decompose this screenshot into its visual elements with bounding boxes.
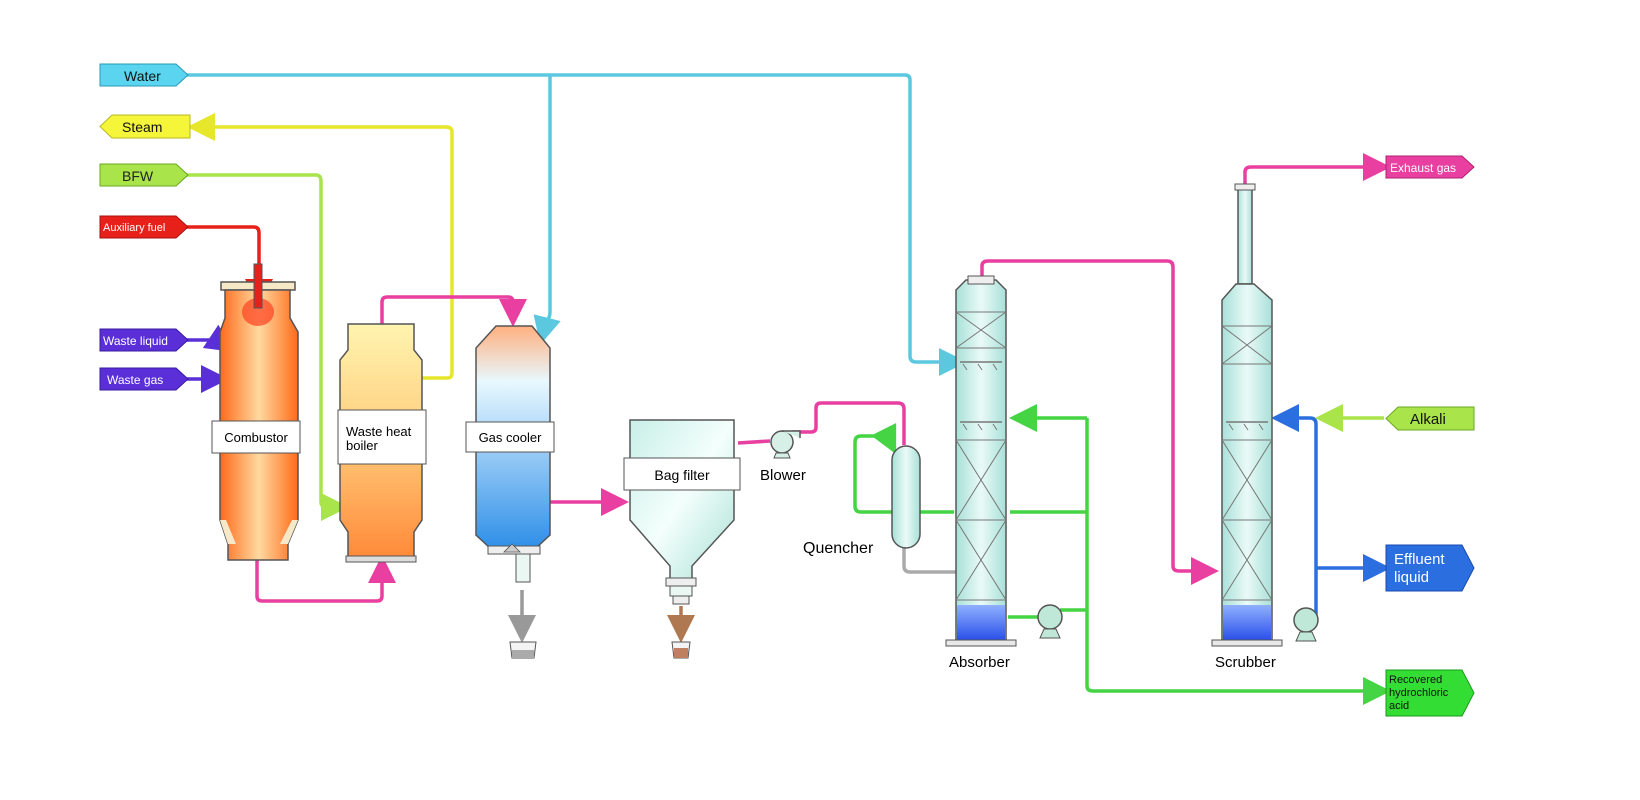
boiler-label-box: Waste heat boiler — [337, 409, 427, 465]
quencher — [891, 445, 921, 549]
recycle-lines — [853, 404, 1391, 705]
gas-lines — [255, 153, 1391, 603]
quencher-label: Quencher — [803, 540, 874, 557]
blower-label: Blower — [760, 467, 806, 484]
combustor — [219, 263, 299, 561]
scrubber-liquid-lines — [1271, 404, 1391, 620]
water-line — [186, 73, 967, 376]
alkali-label: Alkali — [1410, 411, 1446, 428]
boiler-label-line1: Waste heat — [346, 424, 412, 439]
combustor-label-box: Combustor — [211, 420, 301, 454]
absorber — [945, 275, 1017, 647]
scrubber — [1211, 183, 1283, 647]
water-label: Water — [124, 68, 161, 84]
recovered-hcl-tag: Recovered hydrochloric acid — [1385, 669, 1475, 717]
bfw-label: BFW — [122, 168, 154, 184]
hcl-label-line2: hydrochloric — [1389, 687, 1449, 699]
steam-line — [187, 113, 454, 380]
absorber-pump — [1037, 604, 1063, 639]
combustor-label: Combustor — [224, 430, 288, 445]
waste-gas-label: Waste gas — [107, 373, 163, 387]
hcl-label-line1: Recovered — [1389, 674, 1442, 686]
exhaust-gas-label: Exhaust gas — [1390, 161, 1456, 175]
exhaust-gas-tag: Exhaust gas — [1385, 155, 1475, 179]
gas-cooler-label-box: Gas cooler — [465, 421, 555, 453]
effluent-label-line1: Effluent — [1394, 551, 1445, 568]
auxiliary-fuel-tag: Auxiliary fuel — [99, 215, 189, 239]
waste-liquid-tag: Waste liquid — [99, 328, 189, 352]
waste-liquid-label: Waste liquid — [103, 334, 168, 348]
effluent-label-line2: liquid — [1394, 569, 1429, 586]
blower — [770, 430, 801, 459]
bag-filter-label: Bag filter — [654, 467, 710, 483]
fuel-line — [186, 225, 273, 307]
bag-filter-label-box: Bag filter — [623, 457, 741, 491]
bfw-line — [186, 173, 349, 521]
hcl-label-line3: acid — [1389, 700, 1409, 712]
waste-gas-tag: Waste gas — [99, 367, 189, 391]
gas-cooler-label: Gas cooler — [479, 430, 543, 445]
auxiliary-fuel-label: Auxiliary fuel — [103, 222, 165, 234]
bag-filter — [629, 419, 735, 605]
quencher-outlet — [902, 545, 956, 574]
alkali-tag: Alkali — [1385, 406, 1475, 431]
scrubber-label: Scrubber — [1215, 654, 1276, 671]
absorber-label: Absorber — [949, 654, 1010, 671]
steam-tag: Steam — [99, 114, 191, 139]
effluent-liquid-tag: Effluent liquid — [1385, 544, 1475, 592]
gas-cooler — [475, 325, 551, 583]
steam-label: Steam — [122, 119, 162, 135]
scrubber-pump — [1293, 607, 1319, 642]
boiler-label-line2: boiler — [346, 438, 378, 453]
water-tag: Water — [99, 63, 189, 87]
bfw-tag: BFW — [99, 163, 189, 187]
